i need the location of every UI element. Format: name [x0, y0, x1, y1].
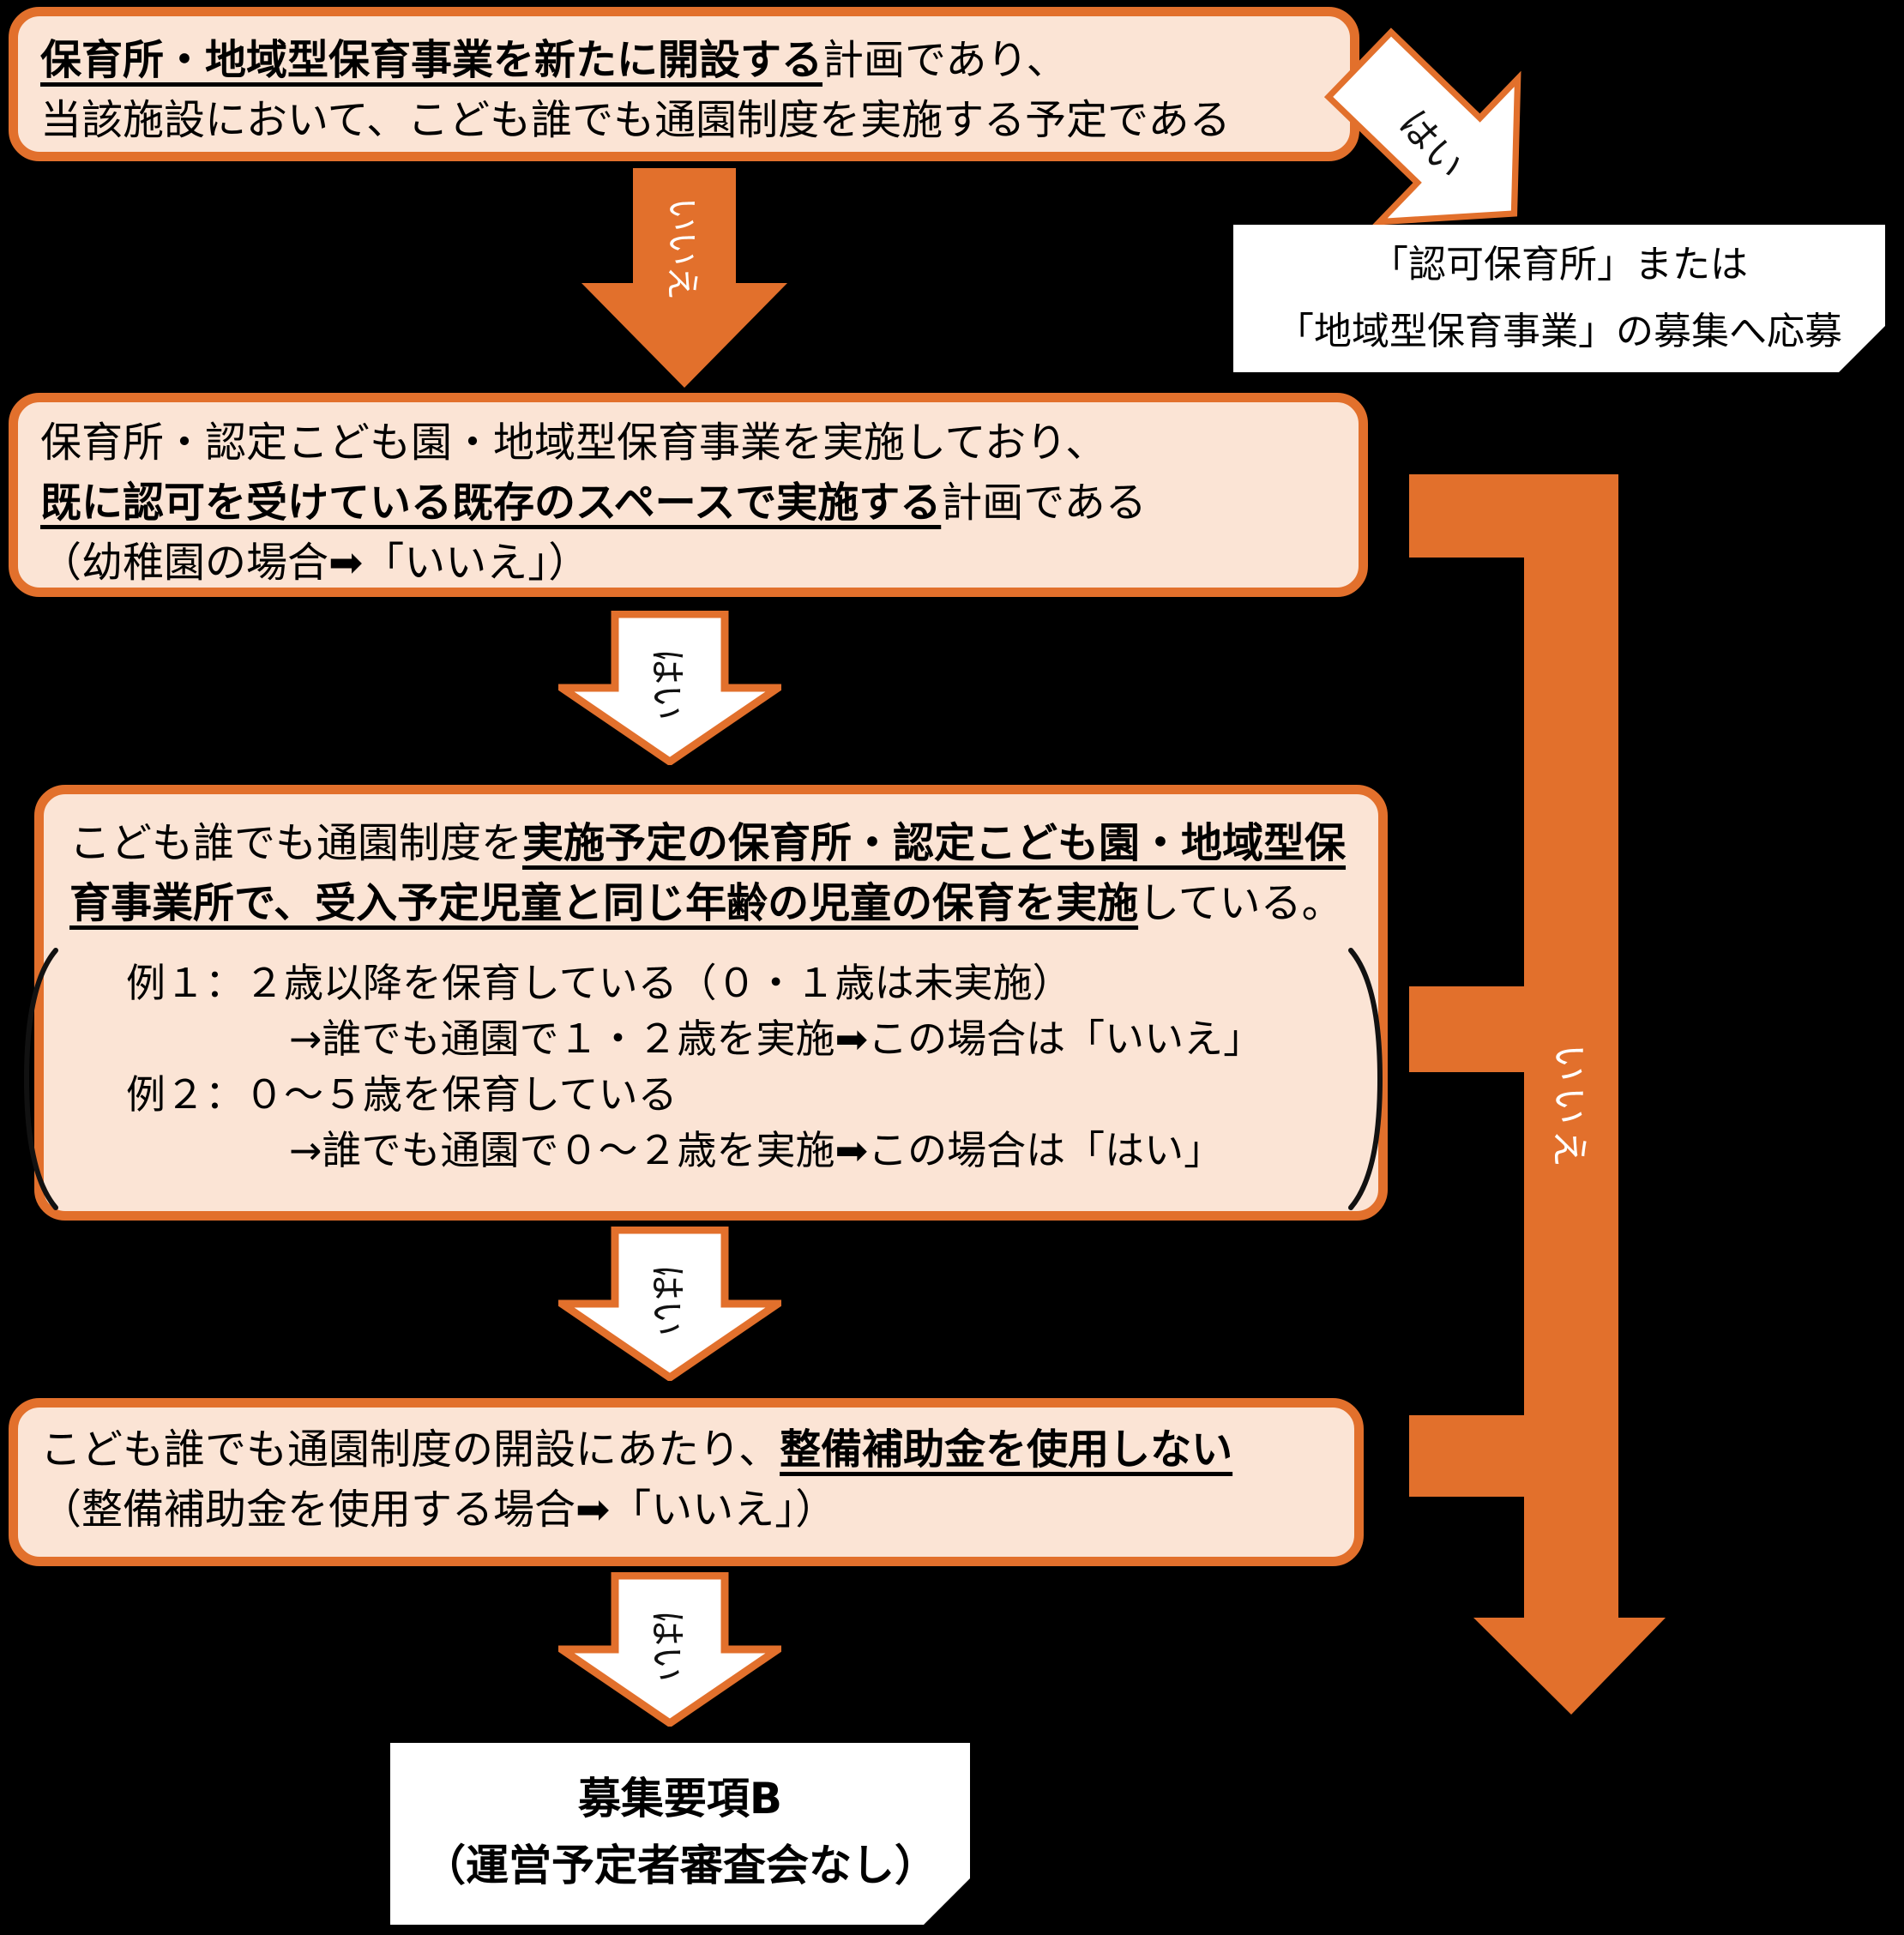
question4-line2: （整備補助金を使用する場合➡「いいえ」） — [40, 1486, 837, 1534]
question2-line2-rest: 計画である — [941, 479, 1147, 527]
question-box-new-facility: 保育所・地域型保育事業を新たに開設する計画であり、 当該施設において、こども誰で… — [9, 7, 1359, 161]
question3-line1-pre: こども誰でも通園制度を — [69, 819, 523, 867]
question2-line1: 保育所・認定こども園・地域型保育事業を実施しており、 — [40, 419, 1107, 467]
no-arrow-down-icon — [581, 168, 787, 388]
yes-arrow-down-icon-1 — [558, 611, 781, 765]
question3-line2-emphasis: 育事業所で、受入予定児童と同じ年齢の児童の保育を実施 — [69, 879, 1139, 927]
big-close-paren-icon — [1348, 948, 1383, 1210]
big-open-paren-icon — [23, 948, 58, 1210]
question-box-existing-space: 保育所・認定こども園・地域型保育事業を実施しており、 既に認可を受けている既存の… — [9, 393, 1368, 597]
question-box-no-subsidy: こども誰でも通園制度の開設にあたり、整備補助金を使用しない （整備補助金を使用す… — [9, 1398, 1364, 1566]
question2-line2-emphasis: 既に認可を受けている既存のスペースで実施する — [40, 479, 942, 527]
examples-block: 例１：２歳以降を保育している（０・１歳は未実施） →誰でも通園で１・２歳を実施➡… — [23, 948, 1383, 1210]
question2-line2: 既に認可を受けている既存のスペースで実施する計画である — [40, 473, 1338, 533]
question3-line2-rest: している。 — [1138, 879, 1343, 927]
question3-line1: こども誰でも通園制度を実施予定の保育所・認定こども園・地域型保 — [69, 813, 1358, 873]
question4-line1-emphasis: 整備補助金を使用しない — [780, 1426, 1233, 1474]
result-line1: 募集要項B — [577, 1774, 783, 1823]
no-label-1: いいえ — [662, 197, 702, 300]
question4-line1-pre: こども誰でも通園制度の開設にあたり、 — [40, 1426, 780, 1474]
result-line2: （運営予定者審査会なし） — [423, 1841, 937, 1890]
question1-line1-emphasis: 保育所・地域型保育事業を新たに開設する — [40, 36, 823, 84]
yes-label-1: はい — [646, 648, 689, 721]
example1-line2: →誰でも通園で１・２歳を実施➡この場合は「いいえ」 — [289, 1016, 1263, 1062]
question1-line1-rest: 計画であり、 — [822, 36, 1068, 84]
no-connector-right-icon — [1409, 474, 1666, 1715]
folded-corner-icon — [1839, 326, 1885, 372]
yes-arrow-down-icon-3 — [558, 1572, 781, 1727]
apply-line2: 「地域型保育事業」の募集へ応募 — [1276, 310, 1842, 353]
example2-line1: 例２：０～５歳を保育している — [126, 1071, 678, 1118]
question4-line1: こども誰でも通園制度の開設にあたり、整備補助金を使用しない — [40, 1420, 1334, 1480]
example1-line1: 例１：２歳以降を保育している（０・１歳は未実施） — [126, 960, 1072, 1006]
question3-line1-emphasis: 実施予定の保育所・認定こども園・地域型保 — [522, 819, 1347, 867]
question-box-same-age-care: こども誰でも通園制度を実施予定の保育所・認定こども園・地域型保 育事業所で、受入… — [23, 785, 1388, 1221]
question2-line3: （幼稚園の場合➡「いいえ」） — [40, 539, 590, 587]
result-box: 募集要項B （運営予定者審査会なし） — [390, 1743, 970, 1925]
yes-label-3: はい — [646, 1609, 689, 1683]
apply-line1: 「認可保育所」または — [1371, 243, 1748, 286]
question3-line2: 育事業所で、受入予定児童と同じ年齢の児童の保育を実施している。 — [69, 873, 1358, 933]
yes-arrow-down-icon-2 — [558, 1227, 781, 1381]
apply-box: 「認可保育所」または 「地域型保育事業」の募集へ応募 — [1233, 225, 1885, 372]
yes-arrow-diagonal-icon — [1323, 27, 1521, 226]
example2-line2: →誰でも通園で０～２歳を実施➡この場合は「はい」 — [289, 1127, 1224, 1173]
folded-corner-icon — [924, 1878, 970, 1925]
no-label-right: いいえ — [1547, 1044, 1591, 1172]
question1-line2: 当該施設において、こども誰でも通園制度を実施する予定である — [40, 96, 1231, 144]
yes-label-2: はい — [646, 1263, 689, 1337]
question1-line1: 保育所・地域型保育事業を新たに開設する計画であり、 — [40, 30, 1329, 90]
